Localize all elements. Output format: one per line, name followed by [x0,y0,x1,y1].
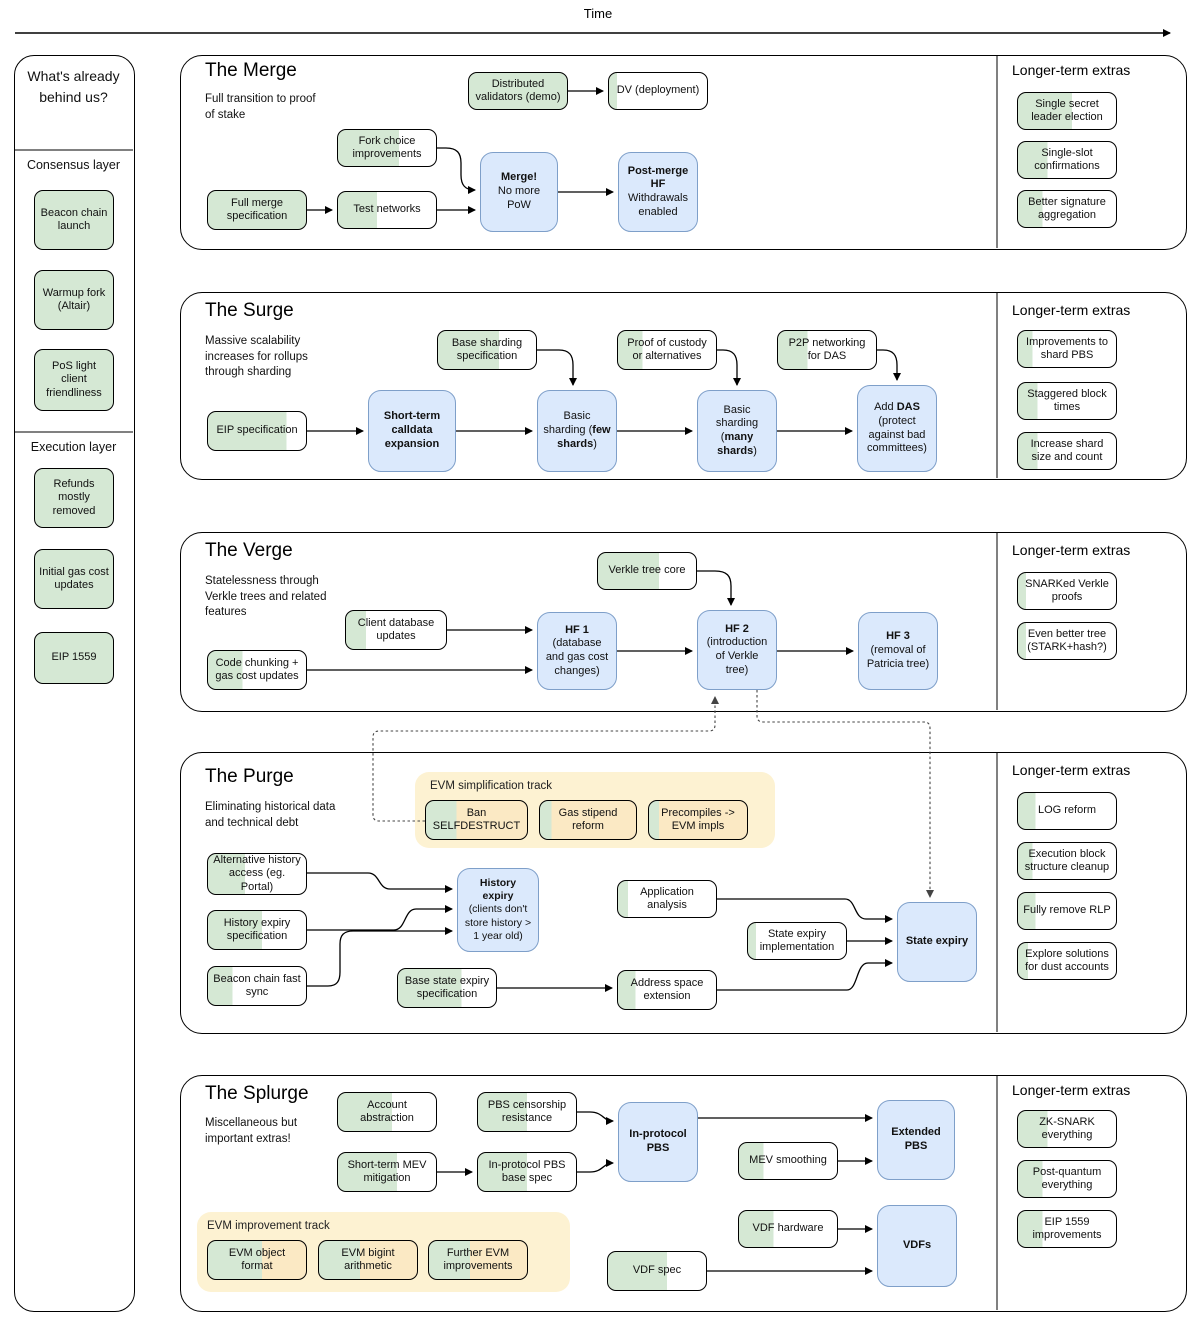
node-code-chunking: Code chunking + gas cost updates [207,650,307,690]
milestone-basic-sharding-few: Basic sharding (few shards) [537,390,617,472]
node-dv-deployment: DV (deployment) [608,72,708,110]
node-vdf-spec: VDF spec [607,1251,707,1291]
extra-zk-snark-everything: ZK-SNARK everything [1017,1110,1117,1148]
milestone-vdfs: VDFs [877,1205,957,1287]
extra-fully-remove-rlp: Fully remove RLP [1017,892,1117,930]
node-short-term-mev-mitigation: Short-term MEV mitigation [337,1152,437,1192]
node-alternative-history-access: Alternative history access (eg. Portal) [207,853,307,895]
execution-layer-header: Execution layer [30,440,117,454]
milestone-extended-pbs: Extended PBS [877,1100,955,1180]
extra-explore-dust-accounts: Explore solutions for dust accounts [1017,942,1117,980]
node-gas-stipend-reform: Gas stipend reform [539,800,637,840]
node-evm-bigint-arithmetic: EVM bigint arithmetic [318,1240,418,1280]
node-precompiles-evm-impls: Precompiles -> EVM impls [648,800,748,840]
node-refunds-removed: Refunds mostly removed [34,468,114,528]
node-further-evm-improvements: Further EVM improvements [428,1240,528,1280]
milestone-add-das: Add DAS (protect against bad committees) [857,385,937,472]
node-warmup-fork-altair: Warmup fork (Altair) [34,270,114,330]
milestone-history-expiry: History expiry(clients don't store histo… [457,868,539,952]
verge-extras-header: Longer-term extras [1012,542,1131,558]
milestone-hf2: HF 2(introduction of Verkle tree) [697,610,777,690]
node-p2p-networking-das: P2P networking for DAS [777,330,877,370]
time-axis-label: Time [583,6,613,21]
splurge-title: The Splurge [205,1083,309,1104]
evm-improvement-track-label: EVM improvement track [207,1220,330,1232]
node-distributed-validators: Distributed validators (demo) [468,72,568,110]
milestone-state-expiry: State expiry [897,902,977,982]
splurge-extras-header: Longer-term extras [1012,1082,1131,1098]
surge-subtitle: Massive scalability increases for rollup… [205,335,308,379]
node-pbs-censorship-resistance: PBS censorship resistance [477,1092,577,1132]
node-application-analysis: Application analysis [617,880,717,918]
milestone-short-term-calldata: Short-term calldata expansion [368,390,456,472]
node-account-abstraction: Account abstraction [337,1092,437,1132]
node-fork-choice-improvements: Fork choice improvements [337,129,437,167]
milestone-merge: Merge!No more PoW [480,152,558,232]
node-proof-of-custody: Proof of custody or alternatives [617,330,717,370]
node-client-database-updates: Client database updates [345,610,447,650]
extra-even-better-tree: Even better tree (STARK+hash?) [1017,622,1117,660]
milestone-hf3: HF 3(removal of Patricia tree) [858,612,938,690]
purge-extras-header: Longer-term extras [1012,762,1131,778]
extra-log-reform: LOG reform [1017,792,1117,830]
splurge-subtitle: Miscellaneous but important extras! [205,1117,298,1145]
verge-title: The Verge [205,540,293,561]
node-initial-gas-cost: Initial gas cost updates [34,549,114,609]
node-address-space-extension: Address space extension [617,970,717,1010]
merge-title: The Merge [205,60,297,81]
extra-improvements-shard-pbs: Improvements to shard PBS [1017,330,1117,368]
node-pos-light-client: PoS light client friendliness [34,349,114,411]
evm-simplification-track-label: EVM simplification track [430,780,553,792]
surge-extras-header: Longer-term extras [1012,302,1131,318]
extra-snarked-verkle-proofs: SNARKed Verkle proofs [1017,572,1117,610]
surge-title: The Surge [205,300,294,321]
milestone-basic-sharding-many: Basic sharding (many shards) [697,390,777,472]
node-full-merge-spec: Full merge specification [207,190,307,230]
merge-subtitle: Full transition to proof of stake [205,93,316,121]
extra-post-quantum-everything: Post-quantum everything [1017,1160,1117,1198]
node-eip-specification: EIP specification [207,411,307,451]
node-evm-object-format: EVM object format [207,1240,307,1280]
purge-title: The Purge [205,766,294,787]
extra-eip-1559-improvements: EIP 1559 improvements [1017,1210,1117,1248]
purge-subtitle: Eliminating historical data and technica… [205,801,336,829]
node-vdf-hardware: VDF hardware [738,1210,838,1248]
merge-extras-header: Longer-term extras [1012,62,1131,78]
node-verkle-tree-core: Verkle tree core [597,552,697,590]
node-history-expiry-spec: History expiry specification [207,910,307,950]
node-test-networks: Test networks [337,191,437,229]
extra-execution-block-cleanup: Execution block structure cleanup [1017,842,1117,880]
behind-us-title: What's already behind us? [27,68,120,105]
milestone-hf1: HF 1(database and gas cost changes) [537,612,617,690]
extra-better-signature-aggregation: Better signature aggregation [1017,190,1117,228]
node-base-state-expiry-spec: Base state expiry specification [397,968,497,1008]
node-beacon-chain-fast-sync: Beacon chain fast sync [207,966,307,1006]
node-beacon-chain-launch: Beacon chain launch [34,190,114,250]
node-mev-smoothing: MEV smoothing [738,1142,838,1180]
node-state-expiry-implementation: State expiry implementation [747,922,847,960]
extra-increase-shard-size: Increase shard size and count [1017,432,1117,470]
node-eip-1559: EIP 1559 [34,632,114,684]
node-base-sharding-spec: Base sharding specification [437,330,537,370]
extra-single-slot-confirmations: Single-slot confirmations [1017,141,1117,179]
milestone-in-protocol-pbs: In-protocol PBS [618,1102,698,1182]
verge-subtitle: Statelessness through Verkle trees and r… [205,575,327,619]
extra-single-secret-leader-election: Single secret leader election [1017,92,1117,130]
node-ban-selfdestruct: Ban SELFDESTRUCT [425,800,528,840]
extra-staggered-block-times: Staggered block times [1017,382,1117,420]
node-in-protocol-pbs-base-spec: In-protocol PBS base spec [477,1152,577,1192]
consensus-layer-header: Consensus layer [26,158,121,172]
